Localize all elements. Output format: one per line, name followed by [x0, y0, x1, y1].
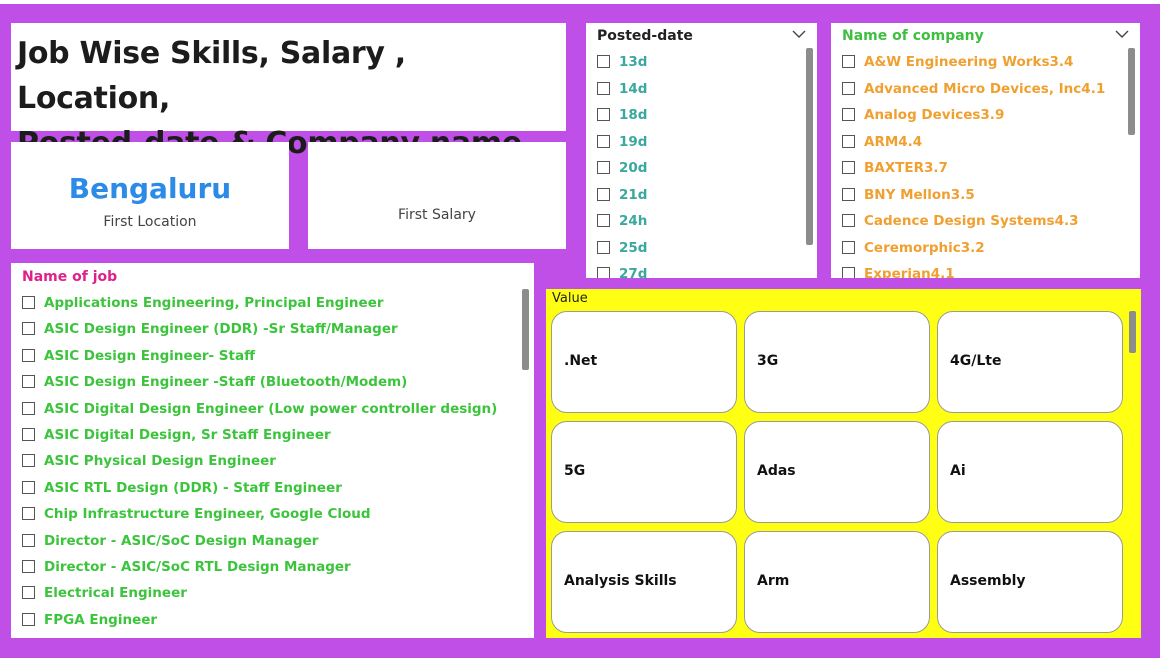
- job-name-header: Name of job: [22, 269, 118, 285]
- skill-tile[interactable]: Adas: [744, 421, 930, 523]
- checkbox[interactable]: [22, 507, 35, 521]
- title-card: Job Wise Skills, Salary , Location, Post…: [11, 23, 566, 161]
- checkbox[interactable]: [597, 81, 610, 95]
- first-salary-card: First Salary: [308, 142, 566, 249]
- skill-tile[interactable]: .Net: [551, 311, 737, 413]
- company-slicer: Name of company A&W Engineering Works3.4…: [831, 23, 1140, 278]
- checkbox[interactable]: [597, 161, 610, 174]
- skill-tile[interactable]: Analysis Skills: [551, 531, 737, 633]
- top-strip: [0, 0, 1160, 4]
- checkbox[interactable]: [597, 240, 610, 254]
- value-panel-title: Value: [552, 291, 588, 306]
- first-location-card: Bengaluru First Location: [11, 142, 289, 249]
- chevron-down-icon[interactable]: [792, 29, 806, 39]
- page-title-line-1: Job Wise Skills, Salary , Location,: [17, 36, 406, 116]
- skill-tile[interactable]: Ai: [937, 421, 1123, 523]
- value-panel: Value .Net 3G 4G/Lte 5G Adas Ai Analysis…: [546, 289, 1141, 638]
- job-name-slicer: Name of job Applications Engineering, Pr…: [11, 263, 534, 638]
- skill-tile[interactable]: Arm: [744, 531, 930, 633]
- checkbox[interactable]: [842, 108, 855, 121]
- posted-date-header: Posted-date: [597, 28, 693, 44]
- checkbox[interactable]: [597, 108, 610, 121]
- skill-tile[interactable]: 4G/Lte: [937, 311, 1123, 413]
- checkbox[interactable]: [22, 586, 35, 600]
- scrollbar[interactable]: [1128, 48, 1135, 135]
- checkbox[interactable]: [842, 81, 855, 95]
- checkbox[interactable]: [597, 55, 610, 68]
- checkbox[interactable]: [842, 267, 855, 278]
- checkbox[interactable]: [22, 401, 35, 415]
- checkbox[interactable]: [597, 214, 610, 227]
- posted-date-slicer: Posted-date 13d 14d 18d 19d 20d 21d 24h …: [586, 23, 817, 278]
- first-location-value: Bengaluru: [68, 172, 232, 205]
- first-location-label: First Location: [103, 214, 197, 230]
- checkbox[interactable]: [22, 428, 35, 441]
- chevron-down-icon[interactable]: [1115, 29, 1129, 39]
- scrollbar[interactable]: [1129, 311, 1136, 353]
- checkbox[interactable]: [842, 214, 855, 227]
- checkbox[interactable]: [597, 267, 610, 278]
- skill-tile[interactable]: Assembly: [937, 531, 1123, 633]
- checkbox[interactable]: [597, 187, 610, 201]
- checkbox[interactable]: [22, 560, 35, 573]
- checkbox[interactable]: [22, 375, 35, 389]
- checkbox[interactable]: [22, 348, 35, 362]
- checkbox[interactable]: [22, 533, 35, 547]
- checkbox[interactable]: [842, 134, 855, 148]
- checkbox[interactable]: [22, 454, 35, 468]
- checkbox[interactable]: [842, 240, 855, 254]
- checkbox[interactable]: [842, 161, 855, 174]
- first-salary-label: First Salary: [398, 207, 476, 223]
- checkbox[interactable]: [842, 55, 855, 68]
- skill-tile[interactable]: 5G: [551, 421, 737, 523]
- checkbox[interactable]: [22, 322, 35, 336]
- scrollbar[interactable]: [806, 48, 813, 245]
- checkbox[interactable]: [22, 612, 35, 626]
- skill-tile[interactable]: 3G: [744, 311, 930, 413]
- checkbox[interactable]: [842, 187, 855, 201]
- scrollbar[interactable]: [522, 289, 529, 370]
- checkbox[interactable]: [22, 296, 35, 309]
- checkbox[interactable]: [597, 134, 610, 148]
- company-header: Name of company: [842, 28, 984, 44]
- checkbox[interactable]: [22, 480, 35, 494]
